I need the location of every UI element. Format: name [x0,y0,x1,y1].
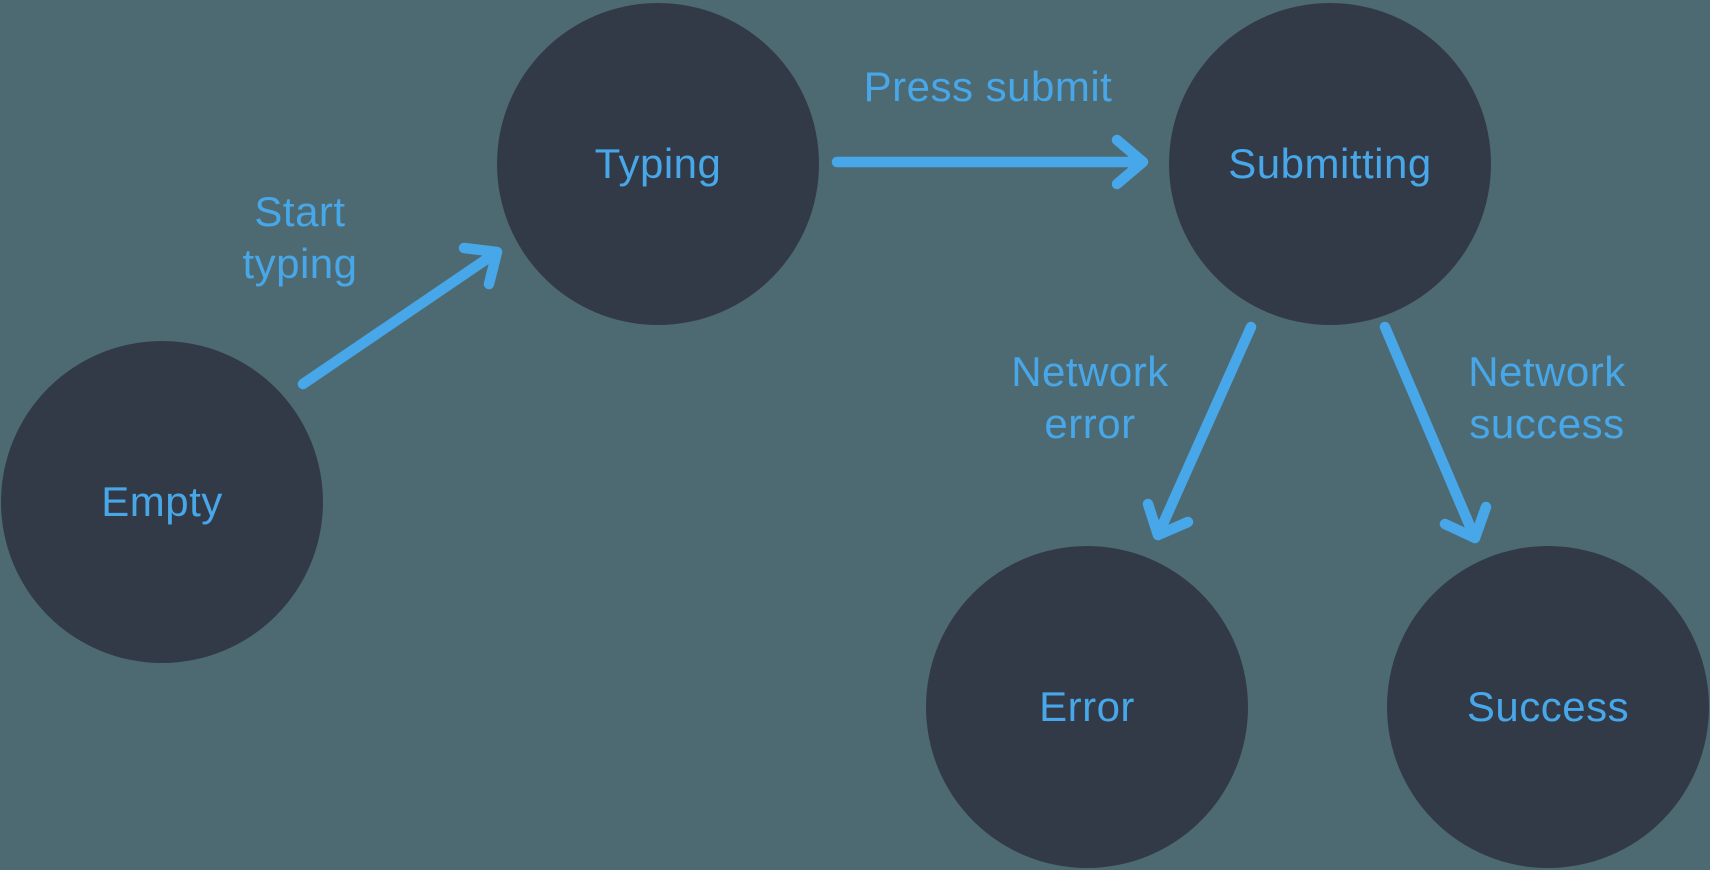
state-label-empty: Empty [101,478,223,525]
state-node-empty: Empty [1,341,323,663]
state-node-error: Error [926,546,1248,868]
transition-arrow-network-success [1379,321,1492,544]
transition-label-start-typing: Start typing [242,188,358,287]
transition-label-network-success: Network success [1468,348,1626,447]
state-label-error: Error [1039,683,1135,730]
transition-arrow-network-error [1142,321,1257,541]
state-node-submitting: Submitting [1169,3,1491,325]
state-label-success: Success [1466,683,1630,730]
transition-label-network-error: Network error [1011,348,1169,447]
state-label-typing: Typing [594,140,722,187]
state-label-submitting: Submitting [1228,140,1432,187]
state-node-success: Success [1387,546,1709,868]
state-node-typing: Typing [497,3,819,325]
transition-arrow-start-typing [297,242,503,390]
transition-arrow-press-submit [831,134,1149,190]
transition-label-press-submit: Press submit [863,63,1113,110]
